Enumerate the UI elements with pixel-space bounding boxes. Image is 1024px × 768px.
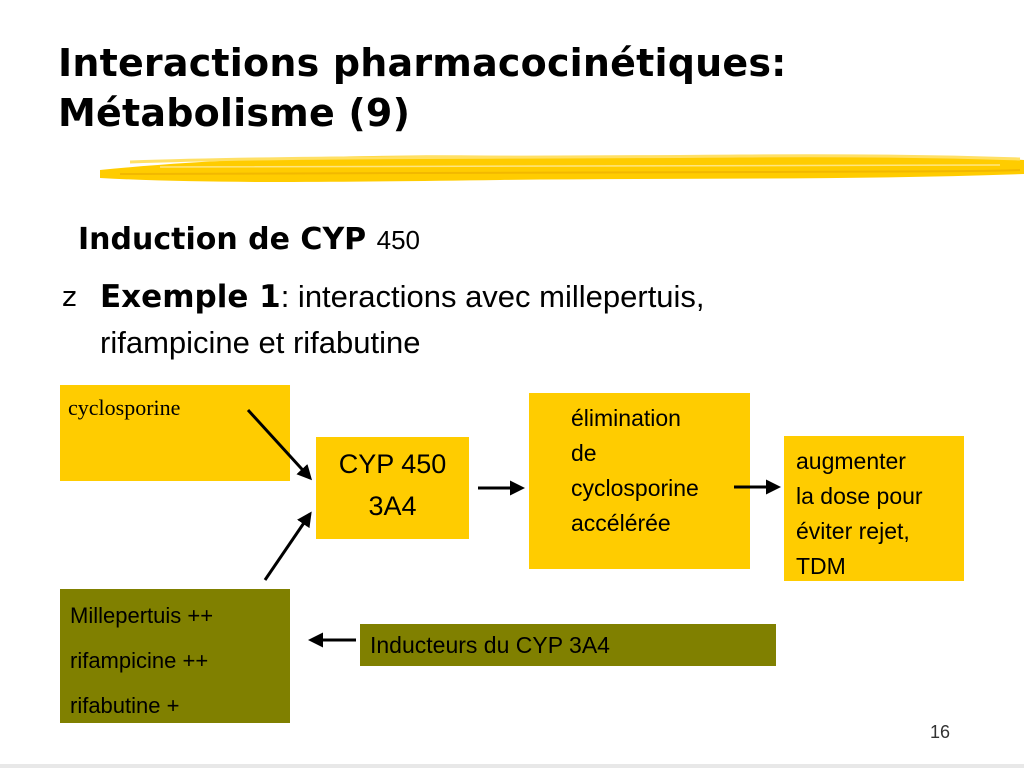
slide-title: Interactions pharmacocinétiques: Métabol… xyxy=(58,38,998,138)
augmenter-dose-box: augmenter la dose pour éviter rejet, TDM xyxy=(784,436,964,581)
inducer-item: rifabutine + xyxy=(70,693,180,718)
cyp-line-2: 3A4 xyxy=(368,491,417,521)
inducers-box: Millepertuis ++ rifampicine ++ rifabutin… xyxy=(60,589,290,723)
page-number: 16 xyxy=(930,722,951,742)
cyp-line-1: CYP 450 xyxy=(338,449,447,479)
arrow-cyclosporine-to-cyp xyxy=(246,408,313,481)
slide-title-line-1: Interactions pharmacocinétiques: xyxy=(58,41,787,85)
bullet-text-line-1: Exemple 1: interactions avec millepertui… xyxy=(100,274,705,320)
elimination-line: cyclosporine xyxy=(571,475,699,501)
inducer-item: rifampicine ++ xyxy=(70,648,209,673)
inducers-label: Inducteurs du CYP 3A4 xyxy=(370,632,610,658)
subtitle-bold: Induction de CYP xyxy=(78,222,367,257)
slide-title-line-2: Métabolisme (9) xyxy=(58,91,411,135)
inducer-item: Millepertuis ++ xyxy=(70,603,214,628)
inducers-label-box: Inducteurs du CYP 3A4 xyxy=(360,624,776,666)
augmenter-line: TDM xyxy=(796,553,846,579)
elimination-box: élimination de cyclosporine accélérée xyxy=(529,393,750,569)
bullet-label: Exemple 1 xyxy=(100,279,281,315)
bullet-text-line-2: rifampicine et rifabutine xyxy=(100,325,421,360)
command-bullet-icon: z xyxy=(62,280,77,313)
cyclosporine-box: cyclosporine xyxy=(60,385,290,481)
section-subtitle: Induction de CYP 450 xyxy=(78,222,420,257)
augmenter-line: la dose pour xyxy=(796,483,923,509)
elimination-line: accélérée xyxy=(571,510,671,536)
subtitle-number: 450 xyxy=(376,225,421,255)
bullet-text: : interactions avec millepertuis, xyxy=(280,279,705,314)
elimination-line: élimination xyxy=(571,405,681,431)
arrow-inducers-to-cyp xyxy=(263,511,312,581)
augmenter-line: éviter rejet, xyxy=(796,518,910,544)
bottom-rule xyxy=(0,764,1024,768)
cyclosporine-label: cyclosporine xyxy=(68,395,181,420)
cyp-450-box: CYP 450 3A4 xyxy=(316,437,469,539)
elimination-line: de xyxy=(571,440,597,466)
augmenter-line: augmenter xyxy=(796,448,906,474)
title-underline-brush xyxy=(100,154,1024,182)
